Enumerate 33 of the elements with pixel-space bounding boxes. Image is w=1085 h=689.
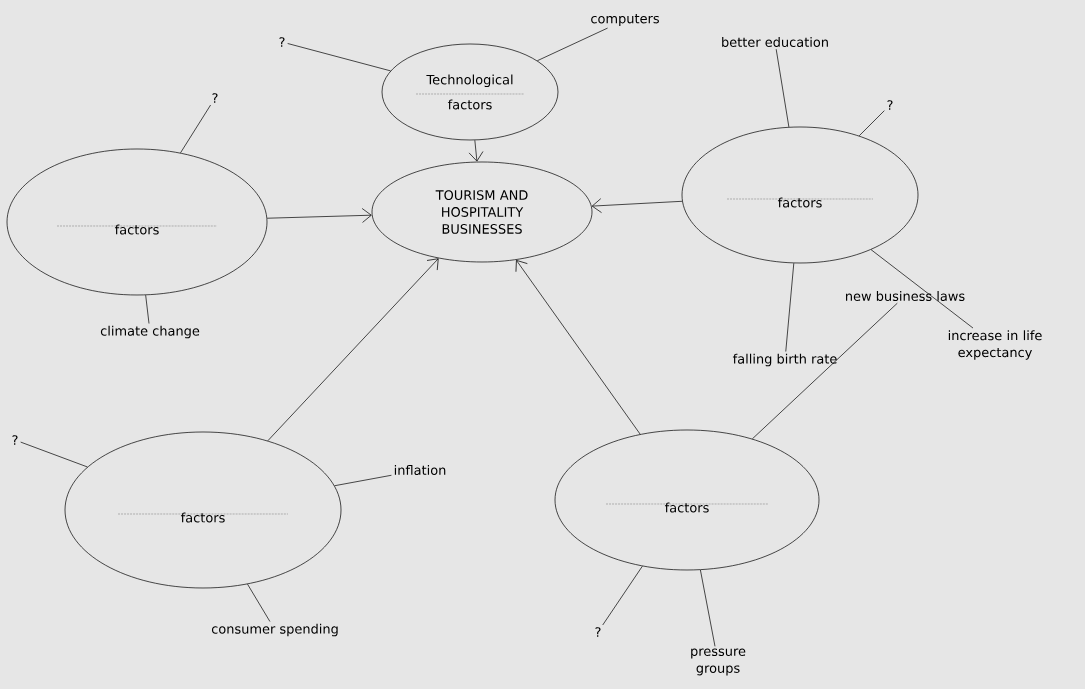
factor-label: falling birth rate (732, 353, 837, 367)
leader-line (775, 48, 790, 128)
arrow (266, 208, 372, 223)
arrow (267, 258, 439, 442)
leader-line (700, 569, 716, 647)
factor-label: ? (212, 93, 218, 103)
leader-line (145, 294, 150, 324)
factor-label: ? (12, 435, 18, 445)
factor-label: consumer spending (211, 623, 338, 637)
leader-line (602, 565, 643, 626)
factor-label: ? (887, 100, 893, 110)
arrow (591, 198, 683, 213)
leader-line (287, 43, 391, 72)
factor-label: ? (595, 627, 601, 637)
leader-line (752, 302, 898, 440)
arrow (515, 260, 641, 435)
leader-line (537, 27, 608, 62)
leader-line (247, 583, 271, 622)
leader-line (20, 441, 88, 468)
factor-label: new business laws (846, 291, 965, 301)
leader-line (180, 104, 211, 154)
leader-line (334, 474, 392, 487)
leader-line (858, 110, 885, 137)
factor-label: climate change (100, 325, 200, 339)
factor-label: better education (722, 37, 828, 47)
factor-label: ? (279, 37, 285, 47)
factor-label: inflation (394, 465, 446, 475)
leader-line (870, 249, 974, 329)
factor-label: computers (591, 14, 659, 26)
factor-label: pressure groups (691, 648, 746, 676)
arrow (468, 139, 484, 162)
leader-line (785, 262, 795, 352)
factor-label: increase in life expectancy (948, 330, 1042, 360)
